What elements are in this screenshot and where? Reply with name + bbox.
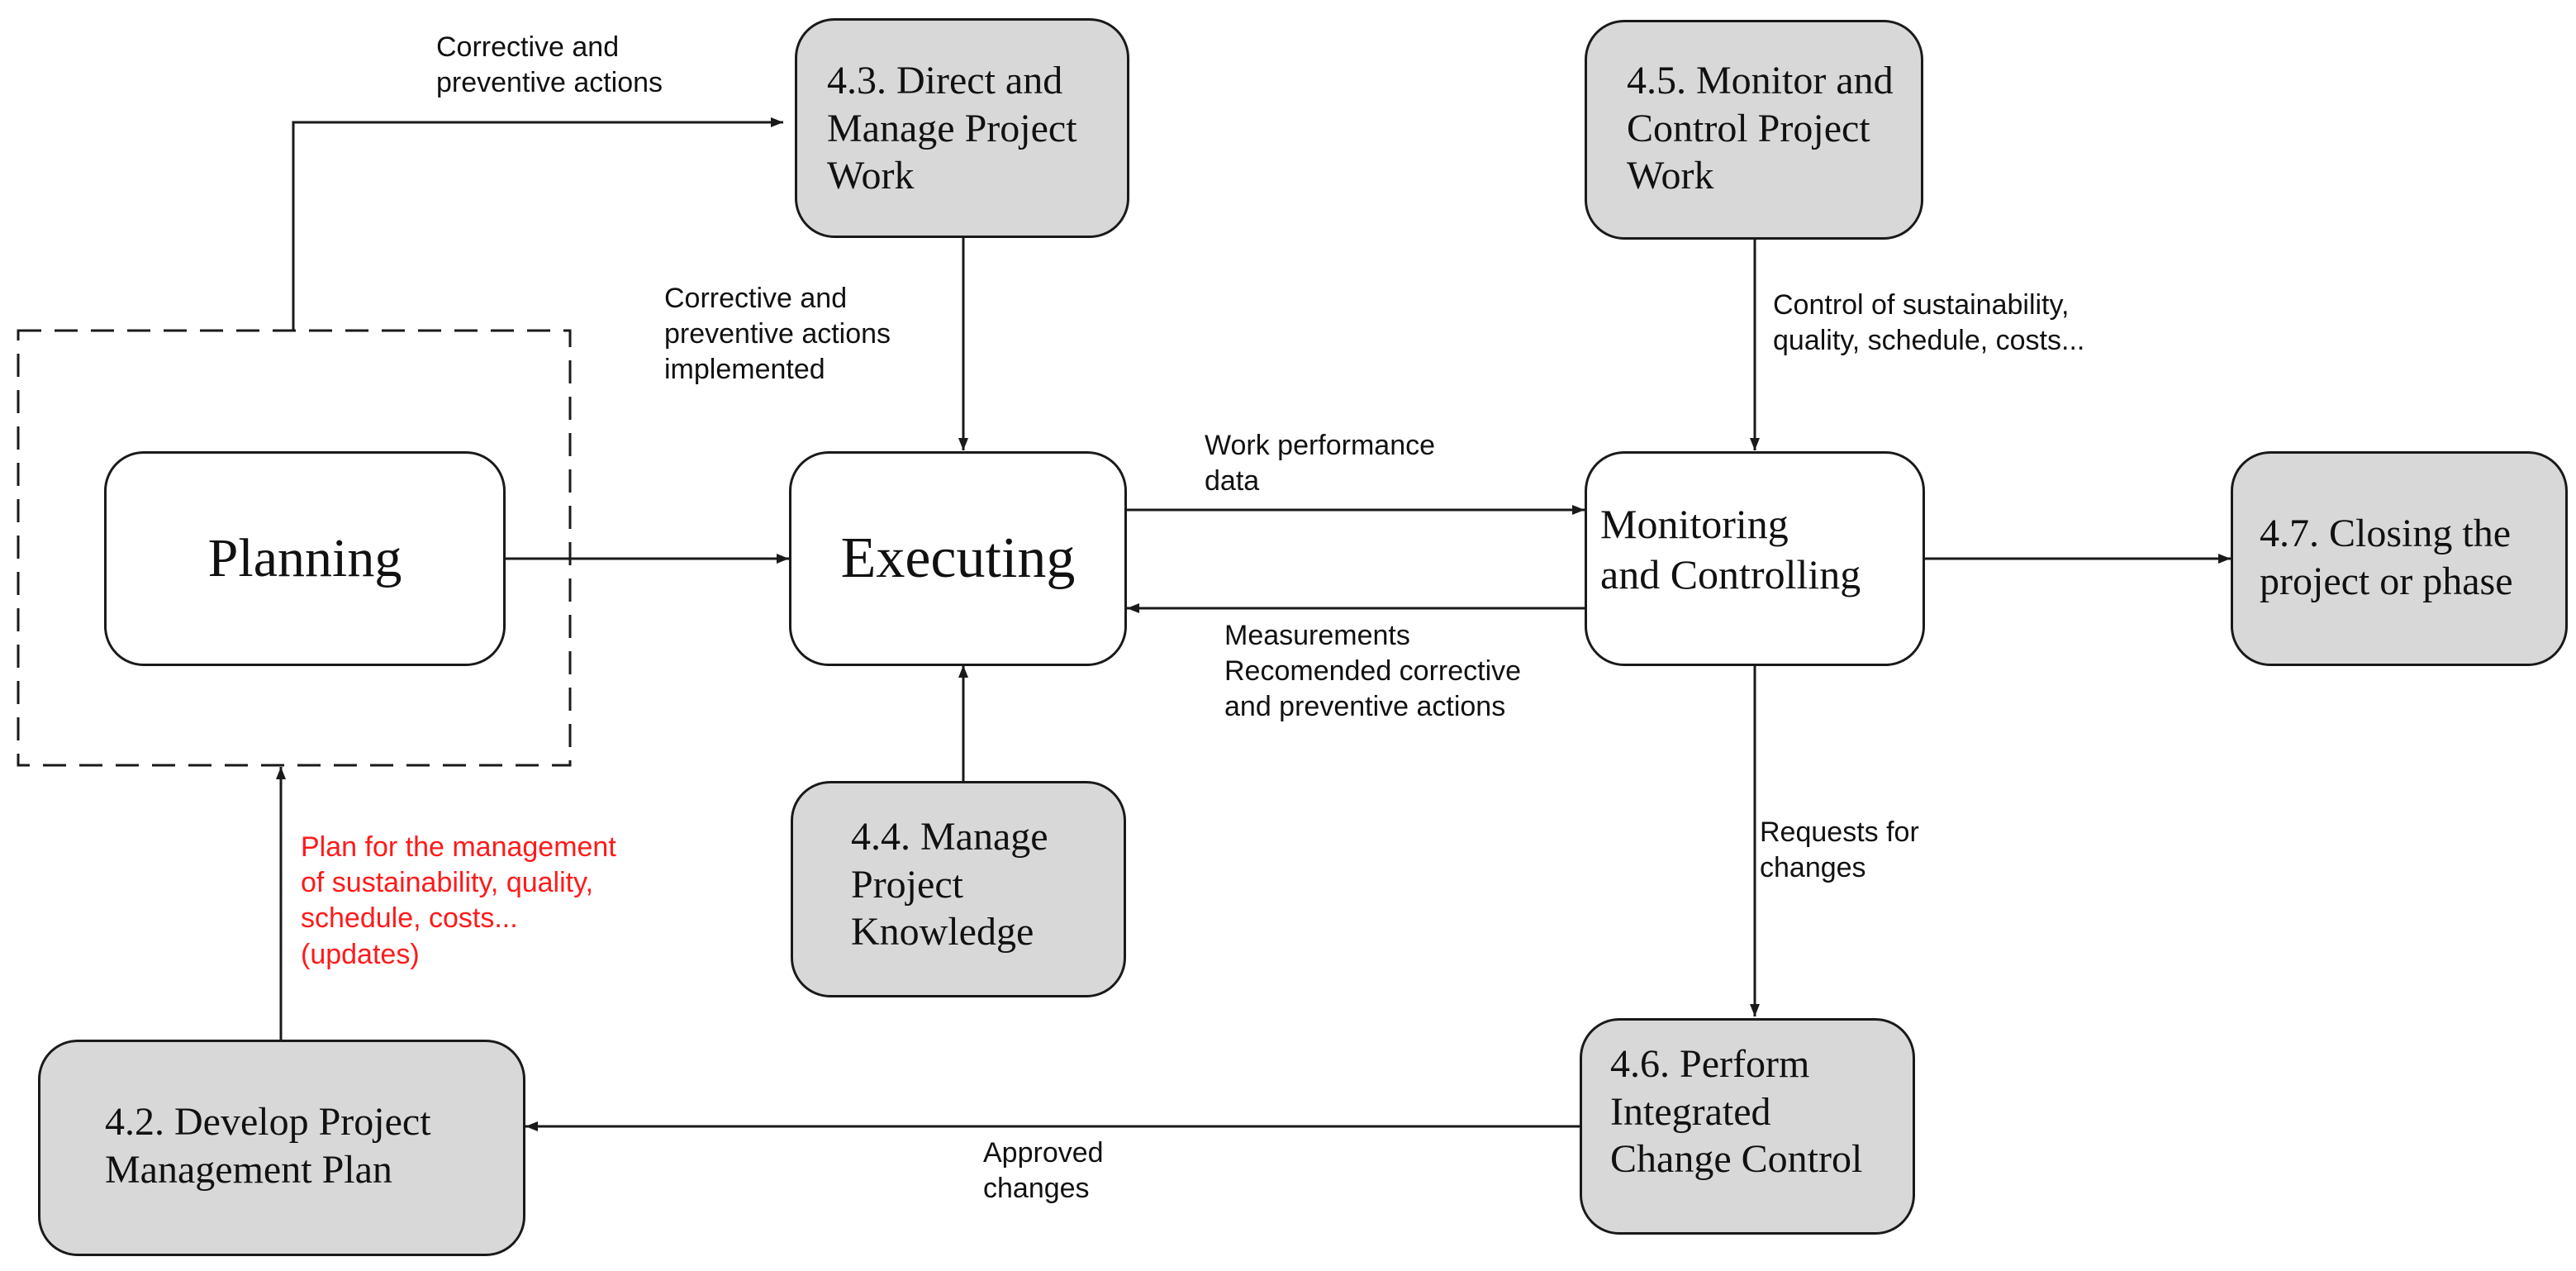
- node-monitor-control-work-label: 4.5. Monitor and Control Project Work: [1627, 59, 1894, 198]
- label-plan-management: Plan for the management of sustainabilit…: [301, 831, 616, 970]
- label-measurements: Measurements Recomended corrective and p…: [1224, 620, 1522, 723]
- node-closing-project: 4.7. Closing the project or phase: [2231, 451, 2568, 666]
- node-closing-project-label: 4.7. Closing the project or phase: [2260, 512, 2513, 603]
- node-develop-plan-label: 4.2. Develop Project Management Plan: [105, 1100, 431, 1192]
- label-corrective-preventive: Corrective and preventive actions: [436, 31, 663, 99]
- label-requests-changes: Requests for changes: [1760, 816, 1919, 884]
- node-develop-plan: 4.2. Develop Project Management Plan: [38, 1040, 525, 1256]
- node-change-control: 4.6. Perform Integrated Change Control: [1580, 1018, 1915, 1235]
- node-change-control-label: 4.6. Perform Integrated Change Control: [1610, 1042, 1863, 1182]
- node-planning: Planning: [104, 451, 506, 666]
- label-work-performance: Work performance data: [1205, 430, 1436, 497]
- label-control-sustainability: Control of sustainability, quality, sche…: [1773, 289, 2085, 357]
- label-approved-changes: Approved changes: [983, 1137, 1104, 1205]
- node-monitor-control-work: 4.5. Monitor and Control Project Work: [1585, 20, 1923, 240]
- node-planning-label: Planning: [207, 528, 402, 589]
- node-executing-label: Executing: [840, 526, 1076, 590]
- node-direct-manage-work-label: 4.3. Direct and Manage Project Work: [827, 59, 1077, 198]
- node-monitoring-controlling: Monitoring and Controlling: [1585, 451, 1925, 666]
- node-executing: Executing: [789, 451, 1127, 666]
- arrow-planning-to-direct-manage: [292, 117, 783, 331]
- label-corrective-implemented: Corrective and preventive actions implem…: [664, 283, 891, 386]
- node-manage-knowledge-label: 4.4. Manage Project Knowledge: [851, 815, 1048, 954]
- node-direct-manage-work: 4.3. Direct and Manage Project Work: [795, 18, 1129, 238]
- node-monitoring-controlling-label: Monitoring and Controlling: [1600, 501, 1861, 597]
- node-manage-knowledge: 4.4. Manage Project Knowledge: [791, 781, 1126, 997]
